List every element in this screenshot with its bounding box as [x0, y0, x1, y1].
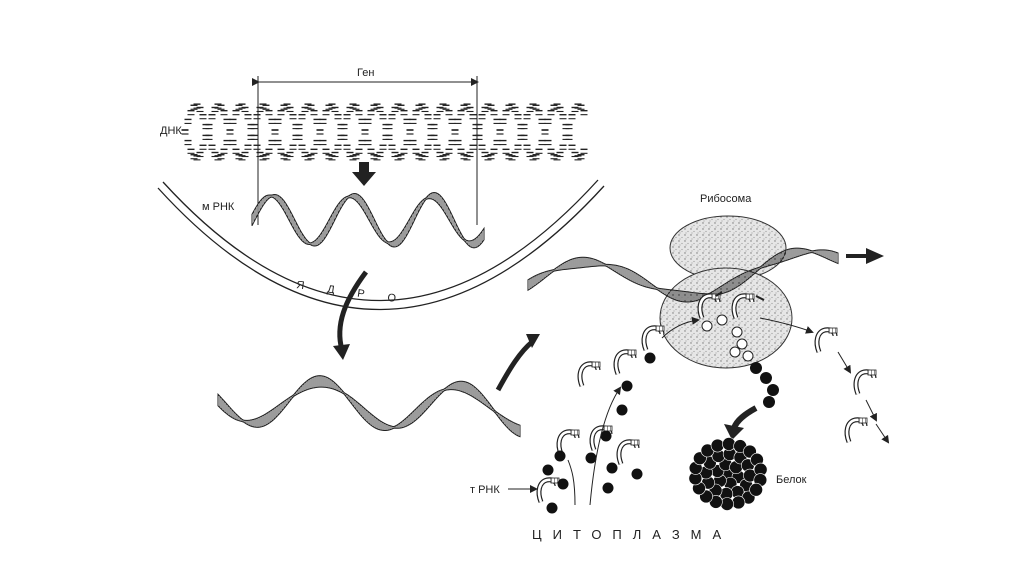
- amino-acid-on-trna: [716, 314, 728, 326]
- trna-molecule: [641, 325, 665, 351]
- amino-acid: [542, 464, 554, 476]
- gene-span: [252, 76, 479, 225]
- amino-acid-on-trna: [742, 350, 754, 362]
- trna-molecule: [853, 369, 877, 395]
- amino-acid-on-trna: [736, 338, 748, 350]
- amino-acid: [585, 452, 597, 464]
- export-arrow-head: [333, 344, 350, 360]
- amino-acid: [557, 478, 569, 490]
- cytoplasm-label: ЦИТОПЛАЗМА: [532, 527, 732, 542]
- mrna-in-cytoplasm: [217, 375, 521, 438]
- amino-acids: [542, 352, 656, 514]
- protein-label: Белок: [776, 474, 807, 486]
- amino-acid-on-trna: [701, 320, 713, 332]
- folding-arrow: [731, 405, 758, 430]
- export-arrow: [337, 270, 369, 351]
- amino-acid: [546, 502, 558, 514]
- amino-acid: [606, 462, 618, 474]
- trna-molecule: [556, 429, 580, 455]
- trna-molecule: [616, 439, 640, 465]
- amino-acid: [621, 380, 633, 392]
- amino-acid: [631, 468, 643, 480]
- cytoplasm-trnas: [536, 325, 877, 503]
- trna-molecule: [844, 417, 868, 443]
- ribosome-label: Рибосома: [700, 193, 752, 205]
- trna-entry-arrow: [661, 316, 700, 339]
- transcription-arrow: [352, 162, 376, 186]
- mrna-in-nucleus: [251, 192, 485, 249]
- amino-acid: [644, 352, 656, 364]
- protein-residue: [722, 437, 736, 451]
- amino-acid-on-trna: [729, 346, 741, 358]
- protein-globule: [688, 437, 768, 511]
- trna-molecule: [577, 361, 601, 387]
- amino-acid: [600, 430, 612, 442]
- amino-acid-flow-arrow: [589, 386, 622, 506]
- amino-acid: [602, 482, 614, 494]
- trna-label: т РНК: [470, 484, 500, 496]
- amino-acid-on-trna: [731, 326, 743, 338]
- dna-double-helix: [181, 103, 588, 161]
- gene-label: Ген: [357, 67, 374, 79]
- to-ribosome-arrow: [495, 340, 534, 392]
- mrna-label: м РНК: [202, 201, 235, 213]
- cytoplasm-pointer: [567, 459, 576, 506]
- trna-molecule: [814, 327, 838, 353]
- dna-label: ДНК: [160, 125, 182, 137]
- trna-exit-arrow-2: [837, 351, 852, 374]
- trna-molecule: [613, 349, 637, 375]
- protein-residue: [710, 438, 725, 453]
- mrna-on-ribosome: [527, 247, 839, 303]
- trna-exit-arrow-4: [875, 423, 890, 444]
- polypeptide-chain: [750, 362, 779, 408]
- trna-exit-arrow-3: [865, 399, 877, 422]
- translation-direction-arrow: [846, 248, 884, 264]
- amino-acid: [554, 450, 566, 462]
- folding-arrow-head: [724, 424, 744, 440]
- trna-exit-arrow: [759, 317, 814, 334]
- ribosome-trnas: [697, 291, 765, 362]
- nucleus-membrane-outer: [157, 185, 605, 310]
- trna-molecule: [731, 293, 755, 319]
- protein-residue: [731, 495, 746, 510]
- amino-acid: [616, 404, 628, 416]
- protein-residue: [720, 497, 734, 511]
- trna-molecule: [697, 293, 721, 319]
- trna-molecule: [536, 477, 560, 503]
- protein-residue: [749, 482, 763, 497]
- to-ribosome-arrow-head: [526, 334, 540, 348]
- nucleus-membrane-inner: [162, 179, 599, 302]
